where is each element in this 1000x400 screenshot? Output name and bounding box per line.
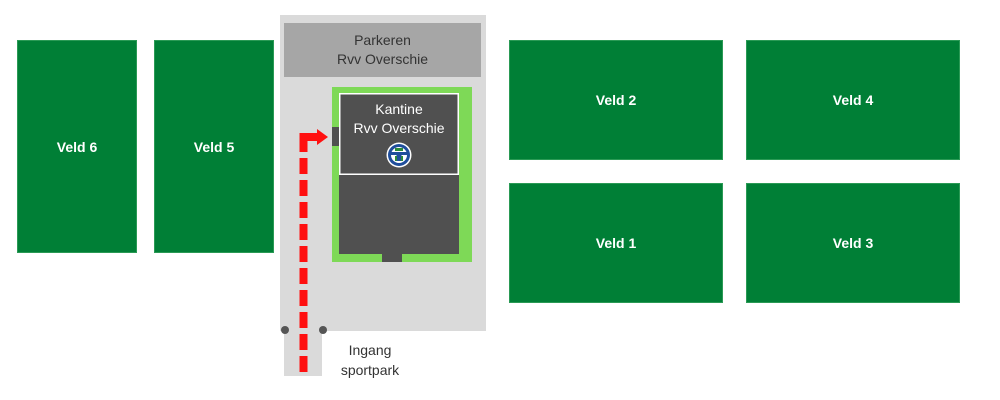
parking-label-line1: Parkeren — [354, 32, 411, 48]
field-veld-6: Veld 6 — [17, 40, 137, 253]
field-veld-3: Veld 3 — [746, 183, 960, 303]
field-label: Veld 4 — [832, 92, 874, 108]
parking-area: Parkeren Rvv Overschie — [284, 23, 481, 77]
entrance-post-left — [281, 326, 289, 334]
parking-label-line2: Rvv Overschie — [336, 51, 429, 67]
entrance-post-right — [319, 326, 327, 334]
club-crest-icon — [386, 142, 412, 168]
field-veld-2: Veld 2 — [509, 40, 723, 160]
canteen-label-line2: Rvv Overschie — [353, 120, 445, 136]
field-veld-1: Veld 1 — [509, 183, 723, 303]
route-corner — [299, 133, 318, 150]
field-label: Veld 2 — [595, 92, 637, 108]
entrance-label: Ingang sportpark — [330, 340, 410, 380]
field-label: Veld 6 — [56, 138, 98, 155]
field-label: Veld 3 — [832, 235, 874, 251]
field-veld-4: Veld 4 — [746, 40, 960, 160]
rear-entrance — [382, 254, 402, 262]
field-veld-5: Veld 5 — [154, 40, 274, 253]
canteen-label-line1: Kantine — [375, 101, 423, 117]
entrance-label-line2: sportpark — [340, 362, 400, 378]
side-entrance — [332, 127, 339, 146]
field-label: Veld 5 — [193, 138, 235, 155]
canteen: Kantine Rvv Overschie — [339, 93, 459, 175]
route-arrowhead — [317, 129, 328, 145]
entrance-label-line1: Ingang — [348, 342, 392, 358]
field-label: Veld 1 — [595, 235, 637, 251]
